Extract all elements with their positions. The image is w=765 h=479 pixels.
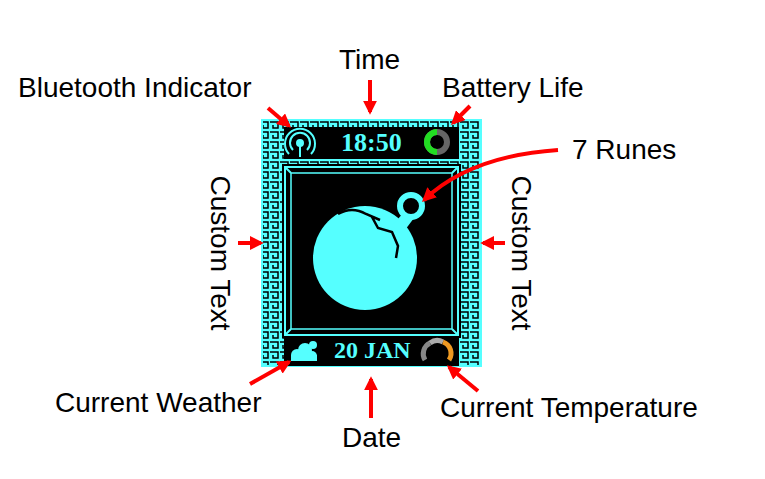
callout-arrow bbox=[238, 241, 261, 245]
battery-level bbox=[427, 132, 437, 152]
callout-label: Bluetooth Indicator bbox=[18, 72, 252, 104]
callout-arrow bbox=[449, 367, 478, 391]
screen-edge bbox=[262, 120, 481, 366]
callout-arrow bbox=[483, 241, 505, 245]
callout-arrow bbox=[369, 379, 373, 418]
callout-label: Current Weather bbox=[55, 387, 261, 419]
callout-arrow bbox=[453, 106, 470, 123]
battery-ring bbox=[427, 132, 447, 152]
bluetooth-icon bbox=[285, 129, 315, 157]
weather-icon bbox=[291, 341, 317, 361]
header-bar bbox=[284, 127, 459, 159]
callout-arrow bbox=[268, 108, 289, 126]
callout-label: Custom Text bbox=[504, 176, 536, 331]
callout-label: 7 Runes bbox=[572, 134, 676, 166]
temperature-gauge bbox=[423, 341, 451, 360]
callout-label: Battery Life bbox=[442, 72, 584, 104]
callout-arrow bbox=[424, 150, 558, 200]
callout-arrows bbox=[238, 80, 558, 418]
watch-date: 20 JAN bbox=[334, 337, 411, 365]
maze-border bbox=[262, 120, 481, 366]
footer-bar bbox=[284, 338, 459, 366]
callout-label: Current Temperature bbox=[440, 392, 698, 424]
callout-arrow bbox=[250, 362, 289, 384]
bomb-ring bbox=[400, 195, 422, 217]
bomb-body bbox=[313, 206, 417, 310]
watch-time: 18:50 bbox=[341, 128, 402, 158]
callout-label: Date bbox=[342, 422, 401, 454]
callout-arrow bbox=[368, 80, 372, 112]
callout-label: Custom Text bbox=[203, 176, 235, 331]
bomb-crack bbox=[338, 210, 398, 258]
callout-label: Time bbox=[339, 44, 400, 76]
